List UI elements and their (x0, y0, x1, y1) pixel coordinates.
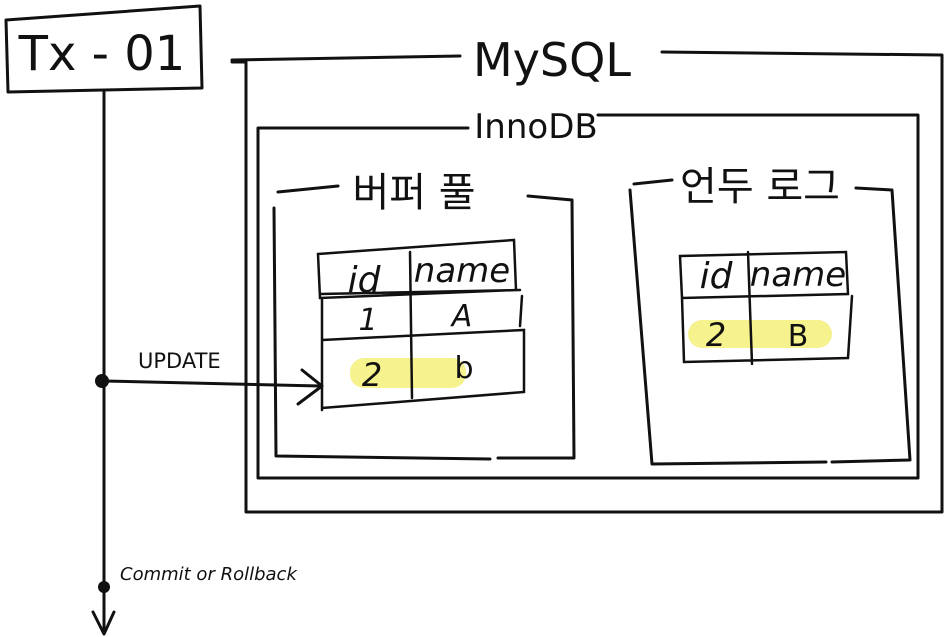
update-label: UPDATE (138, 349, 221, 373)
mysql-box (230, 50, 944, 514)
buffer-pool-title: 버퍼 풀 (352, 170, 475, 216)
update-arrow-line (102, 379, 322, 388)
undo-log-box (628, 178, 912, 466)
undo-row-1-name: B (788, 319, 809, 354)
tx-label: Tx - 01 (18, 26, 186, 82)
buffer-header-id: id (348, 260, 382, 301)
update-point (95, 374, 109, 388)
undo-header-id: id (700, 256, 734, 297)
undo-log-table: id name 2 B (678, 250, 854, 366)
undo-row-highlight (688, 320, 832, 348)
innodb-title: InnoDB (474, 107, 597, 147)
buffer-row-1-id: 1 (358, 303, 377, 338)
buffer-row-2-highlight (350, 358, 466, 388)
undo-log-title: 언두 로그 (680, 164, 840, 210)
buffer-row-2-name: b (454, 351, 473, 386)
mysql-box-top-left (230, 54, 462, 62)
buffer-table-grid (316, 238, 526, 412)
innodb-box (256, 113, 920, 480)
buffer-pool-table: id name 1 A 2 b (316, 238, 526, 412)
buffer-pool-box (272, 184, 576, 461)
undo-header-name: name (750, 255, 846, 295)
mysql-title: MySQL (473, 33, 631, 87)
buffer-row-1-name: A (450, 299, 473, 334)
commit-or-rollback-label: Commit or Rollback (120, 564, 298, 585)
commit-point (98, 581, 110, 593)
timeline-arrowhead (91, 610, 116, 636)
undo-row-1-id: 2 (706, 316, 726, 354)
buffer-row-2-id: 2 (362, 356, 382, 394)
buffer-header-name: name (414, 251, 510, 291)
tx-box (4, 4, 204, 94)
undo-table-grid (678, 250, 854, 366)
